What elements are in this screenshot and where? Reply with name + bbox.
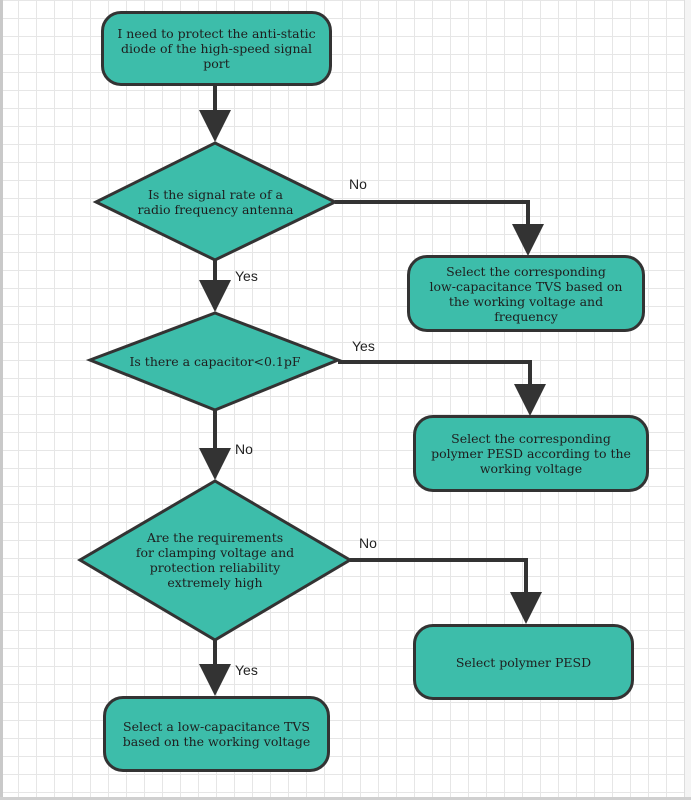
edge-label-decision3-no: No [359, 535, 377, 551]
edge-label-decision3-yes: Yes [235, 662, 258, 678]
connector-decision3-no [350, 558, 542, 624]
decision-radio-frequency-label: Is the signal rate of a radio frequency … [137, 187, 294, 217]
canvas-frame-left [0, 0, 3, 800]
decision-capacitor-label: Is there a capacitor<0.1pF [129, 353, 301, 369]
decision-clamping-label: Are the requirements for clamping voltag… [135, 530, 295, 590]
edge-label-decision2-yes: Yes [352, 338, 375, 354]
canvas-frame-bottom [0, 797, 691, 800]
connector-decision2-yes [338, 360, 546, 416]
result-low-capacitance-tvs-voltage[interactable]: Select a low-capacitance TVS based on th… [103, 696, 330, 772]
canvas-frame-right [684, 0, 691, 800]
result-polymer-pesd-voltage[interactable]: Select the corresponding polymer PESD ac… [413, 415, 649, 492]
edge-label-decision1-no: No [349, 176, 367, 192]
start-node[interactable]: I need to protect the anti-static diode … [101, 11, 332, 86]
edge-label-decision1-yes: Yes [235, 268, 258, 284]
edge-label-decision2-no: No [235, 441, 253, 457]
result-select-polymer-pesd[interactable]: Select polymer PESD [413, 624, 634, 700]
result-low-capacitance-tvs-frequency[interactable]: Select the corresponding low-capacitance… [407, 255, 645, 332]
connector-decision1-no [335, 200, 544, 256]
